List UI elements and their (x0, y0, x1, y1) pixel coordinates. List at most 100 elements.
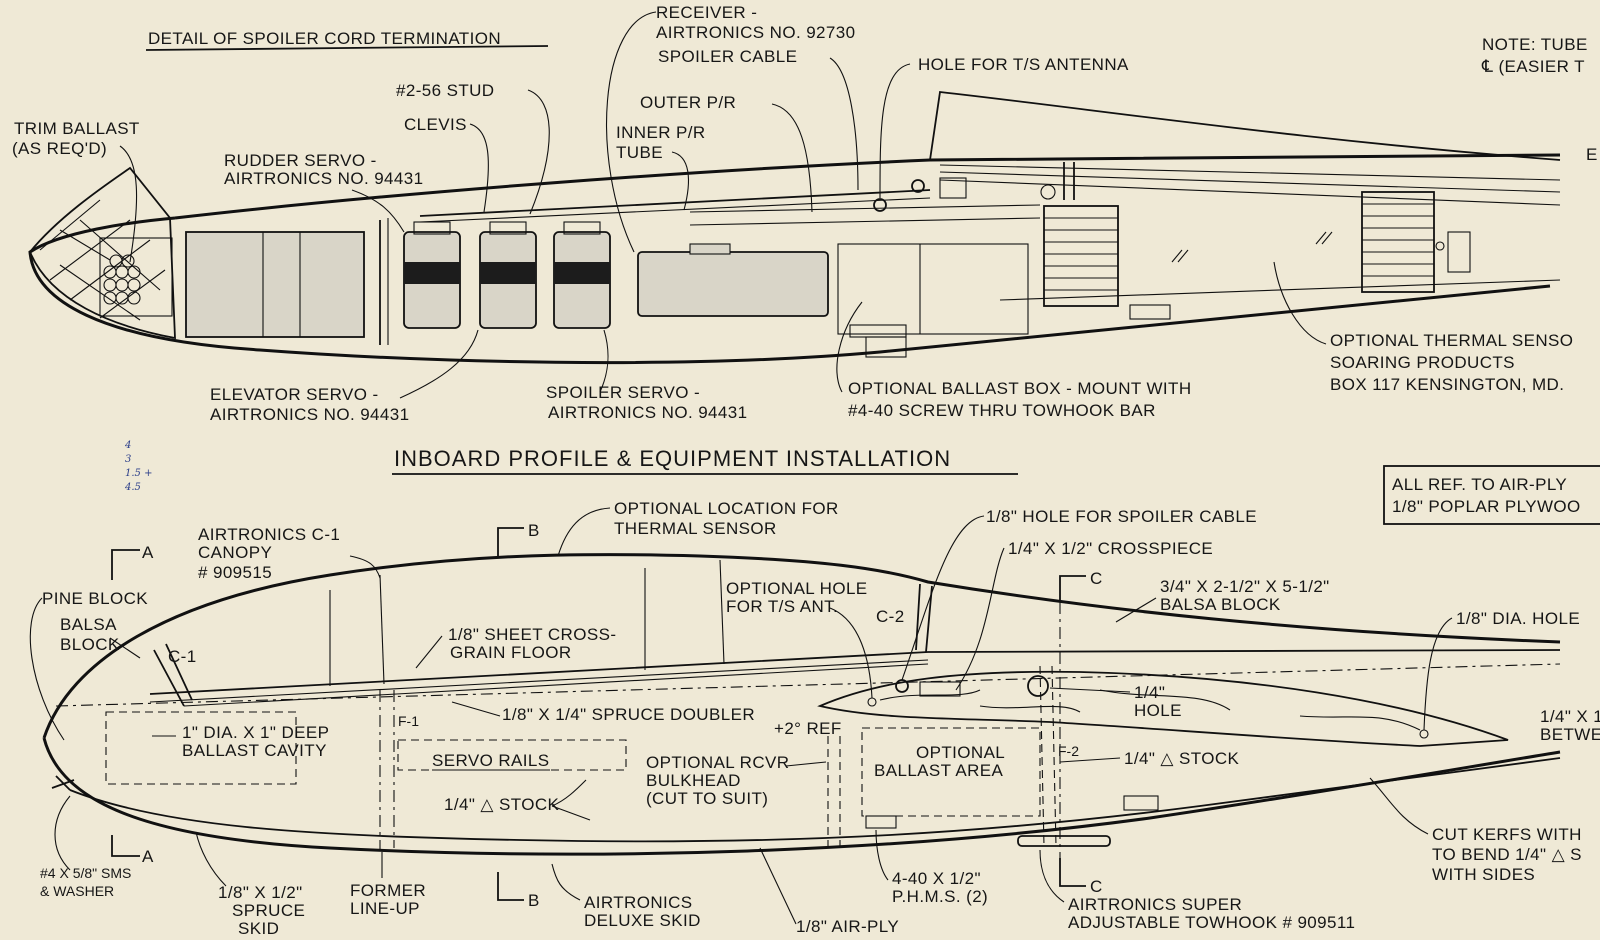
note-label: NOTE: TUBE (1482, 35, 1588, 54)
elevator-servo-model: AIRTRONICS NO. 94431 (210, 405, 409, 424)
handwritten-note-2: 3 (125, 454, 131, 465)
inboard-profile-title: INBOARD PROFILE & EQUIPMENT INSTALLATION (394, 446, 951, 471)
rcvr-bulkhead-label: OPTIONAL RCVR (646, 753, 789, 772)
handwritten-note-1: 4 (124, 440, 131, 451)
quarter-hole-label: 1/4" (1134, 683, 1165, 702)
thermal-location-label-line-2: THERMAL SENSOR (614, 519, 777, 538)
inner-pushrod-tube-label: TUBE (616, 143, 663, 162)
air-ply-label: 1/8" AIR-PLY (796, 917, 899, 935)
receiver-model-label: AIRTRONICS NO. 92730 (656, 23, 855, 42)
spoiler-cable-label: SPOILER CABLE (658, 47, 797, 66)
trim-ballast-note: (AS REQ'D) (12, 139, 107, 158)
handwritten-note-4: 4.5 (124, 482, 141, 493)
section-a-top: A (142, 543, 154, 562)
outer-pushrod-label: OUTER P/R (640, 93, 736, 112)
cut-kerfs-label: CUT KERFS WITH (1432, 825, 1582, 844)
floor-sheet-label: 1/8" SHEET CROSS- (448, 625, 616, 644)
edge-letter: E (1586, 145, 1598, 164)
former-lineup-label-line-2: LINE-UP (350, 899, 420, 918)
right-edge-label-line-2: BETWE (1540, 725, 1600, 744)
phms-screw-label: 4-40 X 1/2" (892, 869, 981, 888)
two-degree-ref-label: +2° REF (774, 719, 842, 738)
canopy-part-number: # 909515 (198, 563, 272, 582)
thermal-sensor-label: OPTIONAL THERMAL SENSO (1330, 331, 1573, 350)
phms-screw-label-line-2: P.H.M.S. (2) (892, 887, 988, 906)
section-c-bottom: C (1090, 877, 1103, 896)
elevator-servo (403, 221, 461, 329)
ballast-cavity-label-line-2: BALLAST CAVITY (182, 741, 327, 760)
thermal-sensor-address: BOX 117 KENSINGTON, MD. (1330, 375, 1564, 394)
clevis-label: CLEVIS (404, 115, 467, 134)
former-f2-label: F-2 (1058, 743, 1079, 759)
floor-sheet-label-line-2: GRAIN FLOOR (450, 643, 572, 662)
handwritten-notes: 4 3 1.5 + 4.5 (124, 440, 152, 493)
optional-hole-label-line-2: FOR T/S ANT. (726, 597, 838, 616)
note-label-line-2: ℄ (EASIER T (1481, 57, 1585, 76)
servo-rails-label: SERVO RAILS (432, 751, 549, 770)
thermal-sensor-maker: SOARING PRODUCTS (1330, 353, 1515, 372)
rcvr-bulkhead-label-line-3: (CUT TO SUIT) (646, 789, 768, 808)
balsa-block-label: BALSA BLOCK (1160, 595, 1281, 614)
former-f1-label: F-1 (398, 713, 419, 729)
ref-note-line-2: 1/8" POPLAR PLYWOO (1392, 497, 1581, 516)
ts-antenna-hole-label: HOLE FOR T/S ANTENNA (918, 55, 1129, 74)
trim-ballast-label: TRIM BALLAST (14, 119, 140, 138)
lower-fuselage-profile (42, 527, 1561, 901)
upper-fuselage-profile (28, 91, 1561, 365)
canopy-label: AIRTRONICS C-1 (198, 525, 340, 544)
section-a-bottom: A (142, 847, 154, 866)
elevator-servo-label: ELEVATOR SERVO - (210, 385, 379, 404)
towhook-label: AIRTRONICS SUPER (1068, 895, 1242, 914)
stud-label: #2-56 STUD (396, 81, 494, 100)
rcvr-bulkhead-label-line-2: BULKHEAD (646, 771, 741, 790)
spruce-skid-label-line-3: SKID (238, 919, 279, 935)
receiver-label: RECEIVER - (656, 3, 757, 22)
optional-hole-label: OPTIONAL HOLE (726, 579, 868, 598)
spoiler-servo-label: SPOILER SERVO - (546, 383, 700, 402)
trim-ballast-balls (103, 254, 141, 305)
former-c2-label: C-2 (876, 607, 905, 626)
receiver-box (637, 243, 829, 317)
spruce-doubler-label: 1/8" X 1/4" SPRUCE DOUBLER (502, 705, 755, 724)
handwritten-note-3: 1.5 + (125, 468, 152, 479)
wing-dowel-block-rear (1361, 191, 1435, 293)
ref-note-line-1: ALL REF. TO AIR-PLY (1392, 475, 1567, 494)
triangle-stock-right-label: 1/4" △ STOCK (1124, 749, 1240, 768)
balsa-block-nose-label-line-2: BLOCK (60, 635, 120, 654)
ballast-area-label-line-2: BALLAST AREA (874, 761, 1003, 780)
spoiler-detail-title: DETAIL OF SPOILER CORD TERMINATION (148, 29, 501, 48)
top-annotations: DETAIL OF SPOILER CORD TERMINATION RECEI… (12, 3, 1598, 475)
wing-dowel-block-front (1043, 205, 1119, 307)
rudder-servo-label: RUDDER SERVO - (224, 151, 377, 170)
balsa-block-nose-label: BALSA (60, 615, 117, 634)
former-c1-label: C-1 (168, 647, 197, 666)
deluxe-skid-label-line-2: DELUXE SKID (584, 911, 701, 930)
pine-block-label: PINE BLOCK (42, 589, 148, 608)
reference-note-box: ALL REF. TO AIR-PLY 1/8" POPLAR PLYWOO (1383, 465, 1600, 525)
right-edge-label: 1/4" X 1/ (1540, 707, 1600, 726)
spruce-skid-label: 1/8" X 1/2" (218, 883, 303, 902)
balsa-block-size-label: 3/4" X 2-1/2" X 5-1/2" (1160, 577, 1330, 596)
bottom-annotations: AIRTRONICS C-1 CANOPY # 909515 A A B B C… (29, 499, 1600, 938)
rudder-servo (479, 221, 537, 329)
spoiler-servo (553, 221, 611, 329)
ballast-cavity-label: 1" DIA. X 1" DEEP (182, 723, 329, 742)
quarter-hole-label-line-2: HOLE (1134, 701, 1182, 720)
spruce-skid-label-line-2: SPRUCE (232, 901, 305, 920)
inner-pushrod-label: INNER P/R (616, 123, 706, 142)
thermal-location-label: OPTIONAL LOCATION FOR (614, 499, 839, 518)
section-c-top: C (1090, 569, 1103, 588)
triangle-stock-left-label: 1/4" △ STOCK (444, 795, 560, 814)
spoiler-servo-model: AIRTRONICS NO. 94431 (548, 403, 747, 422)
canopy-label-line-2: CANOPY (198, 543, 272, 562)
cut-kerfs-label-line-3: WITH SIDES (1432, 865, 1535, 884)
ballast-box-label: OPTIONAL BALLAST BOX - MOUNT WITH (848, 379, 1192, 398)
sms-screw-label-line-2: & WASHER (40, 883, 114, 899)
battery-pack (185, 231, 365, 338)
sms-screw-label: #4 X 5/8" SMS (40, 865, 131, 881)
crosspiece-label: 1/4" X 1/2" CROSSPIECE (1008, 539, 1213, 558)
section-b-bottom: B (528, 891, 540, 910)
ballast-area-label: OPTIONAL (916, 743, 1005, 762)
